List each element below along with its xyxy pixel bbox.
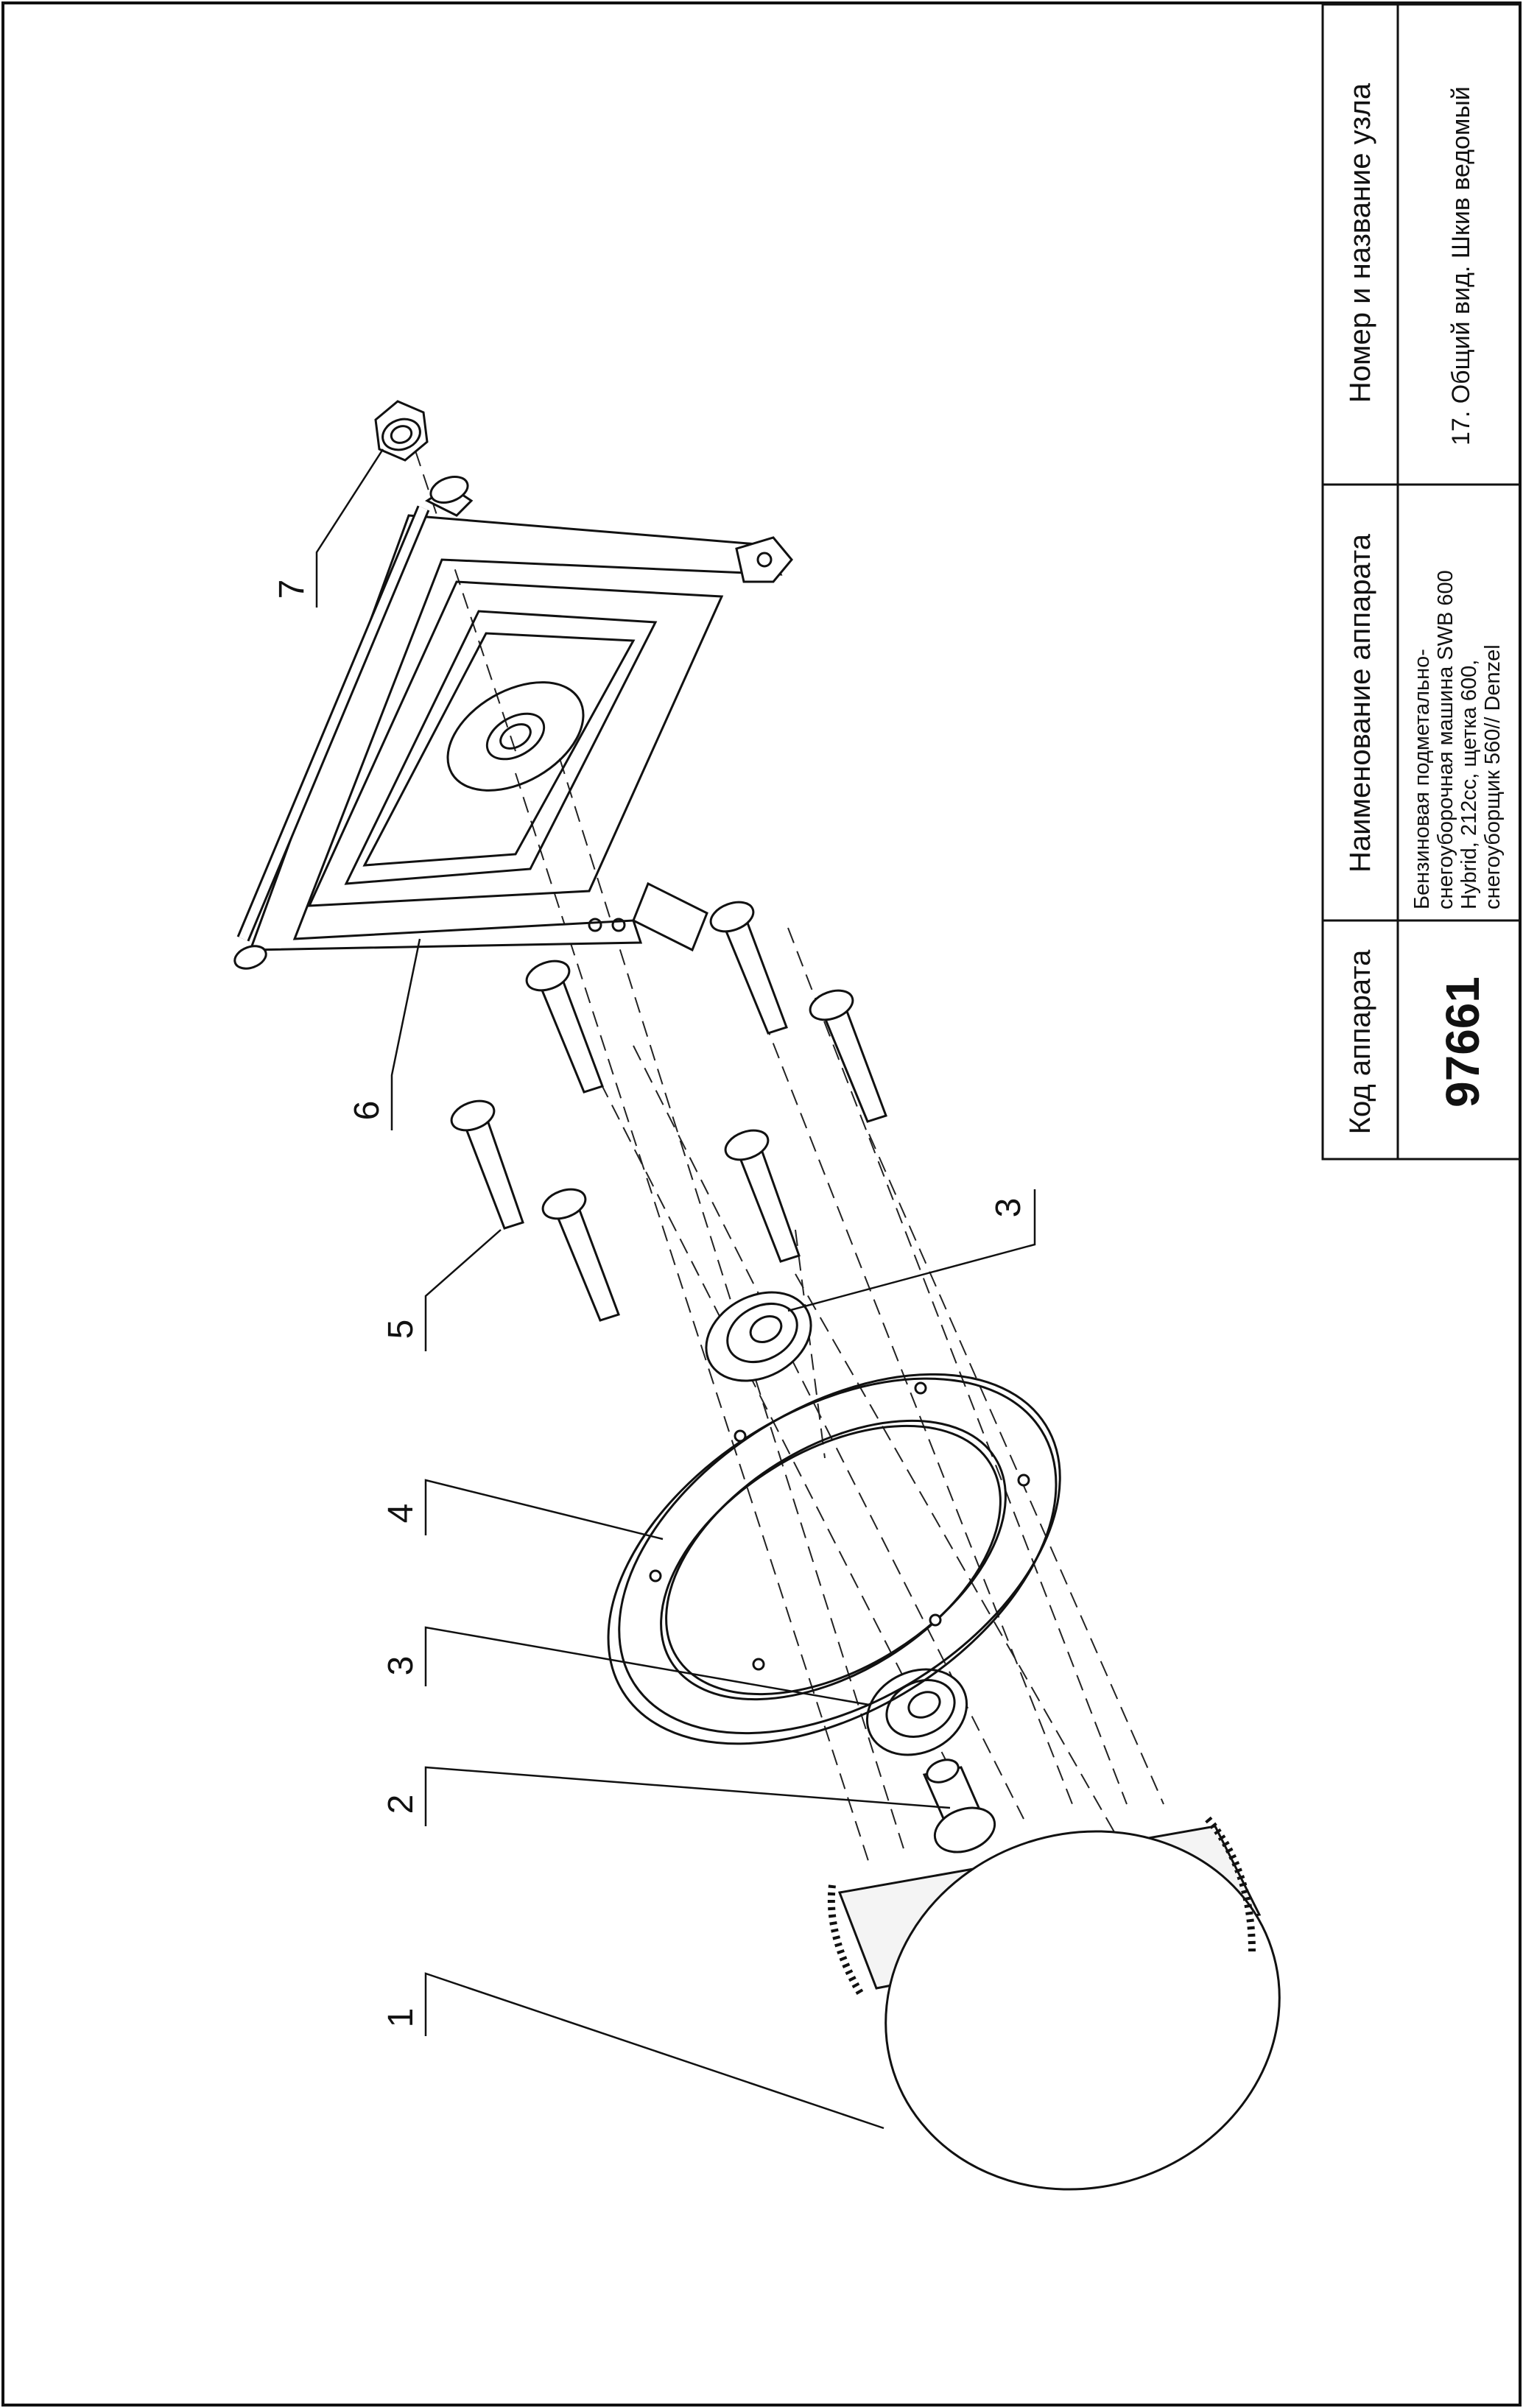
device-name-line-2: снегоуборочная машина SWB 600 [1434,570,1457,909]
part-7-nut [374,400,429,462]
callout-3-upper: 3 [989,1198,1028,1218]
bolt [541,1188,620,1322]
title-block: Код аппарата 97661 Наименование аппарата… [1321,3,1522,1161]
device-name-header: Наименование аппарата [1344,533,1376,873]
part-1-pulley-drum [827,1816,1281,2191]
part-3-bearing-upper [705,1291,812,1382]
flange-bolt-holes [649,1381,1030,1671]
node-header: Номер и название узла [1344,82,1376,403]
callout-4: 4 [381,1504,421,1524]
code-header: Код аппарата [1344,949,1376,1134]
bolt [809,989,887,1123]
node-value: 17. Общий вид. Шкив ведомый [1447,86,1475,446]
callout-7: 7 [272,580,312,599]
callout-1: 1 [381,2008,421,2028]
dashed-assembly-lines [412,441,1164,1864]
device-name-line-1: Бензиновая подметально- [1410,649,1434,909]
part-2-shaft [922,1759,996,1853]
code-value: 97661 [1436,976,1489,1108]
callout-5: 5 [381,1320,421,1339]
device-name-line-3: Hybrid, 212сс, щетка 600, [1457,660,1481,909]
callout-3-lower: 3 [381,1656,421,1676]
bolt [724,1129,801,1263]
callout-labels: 1 2 3 4 5 3 6 7 [272,580,1028,2028]
bolt [709,901,788,1035]
part-3-bearing-lower [865,1668,968,1756]
part-6-bracket-frame [233,476,793,970]
leader-lines [315,448,1036,2130]
device-name-line-4: снегоуборщик 560// Denzel [1481,644,1505,909]
callout-2: 2 [381,1795,421,1814]
part-5-bolts [450,901,887,1322]
pulley-teeth [827,1884,865,1998]
bolt [525,960,604,1094]
callout-6: 6 [348,1101,387,1121]
part-4-flange-ring [607,1373,1061,1745]
bolt [450,1099,524,1230]
